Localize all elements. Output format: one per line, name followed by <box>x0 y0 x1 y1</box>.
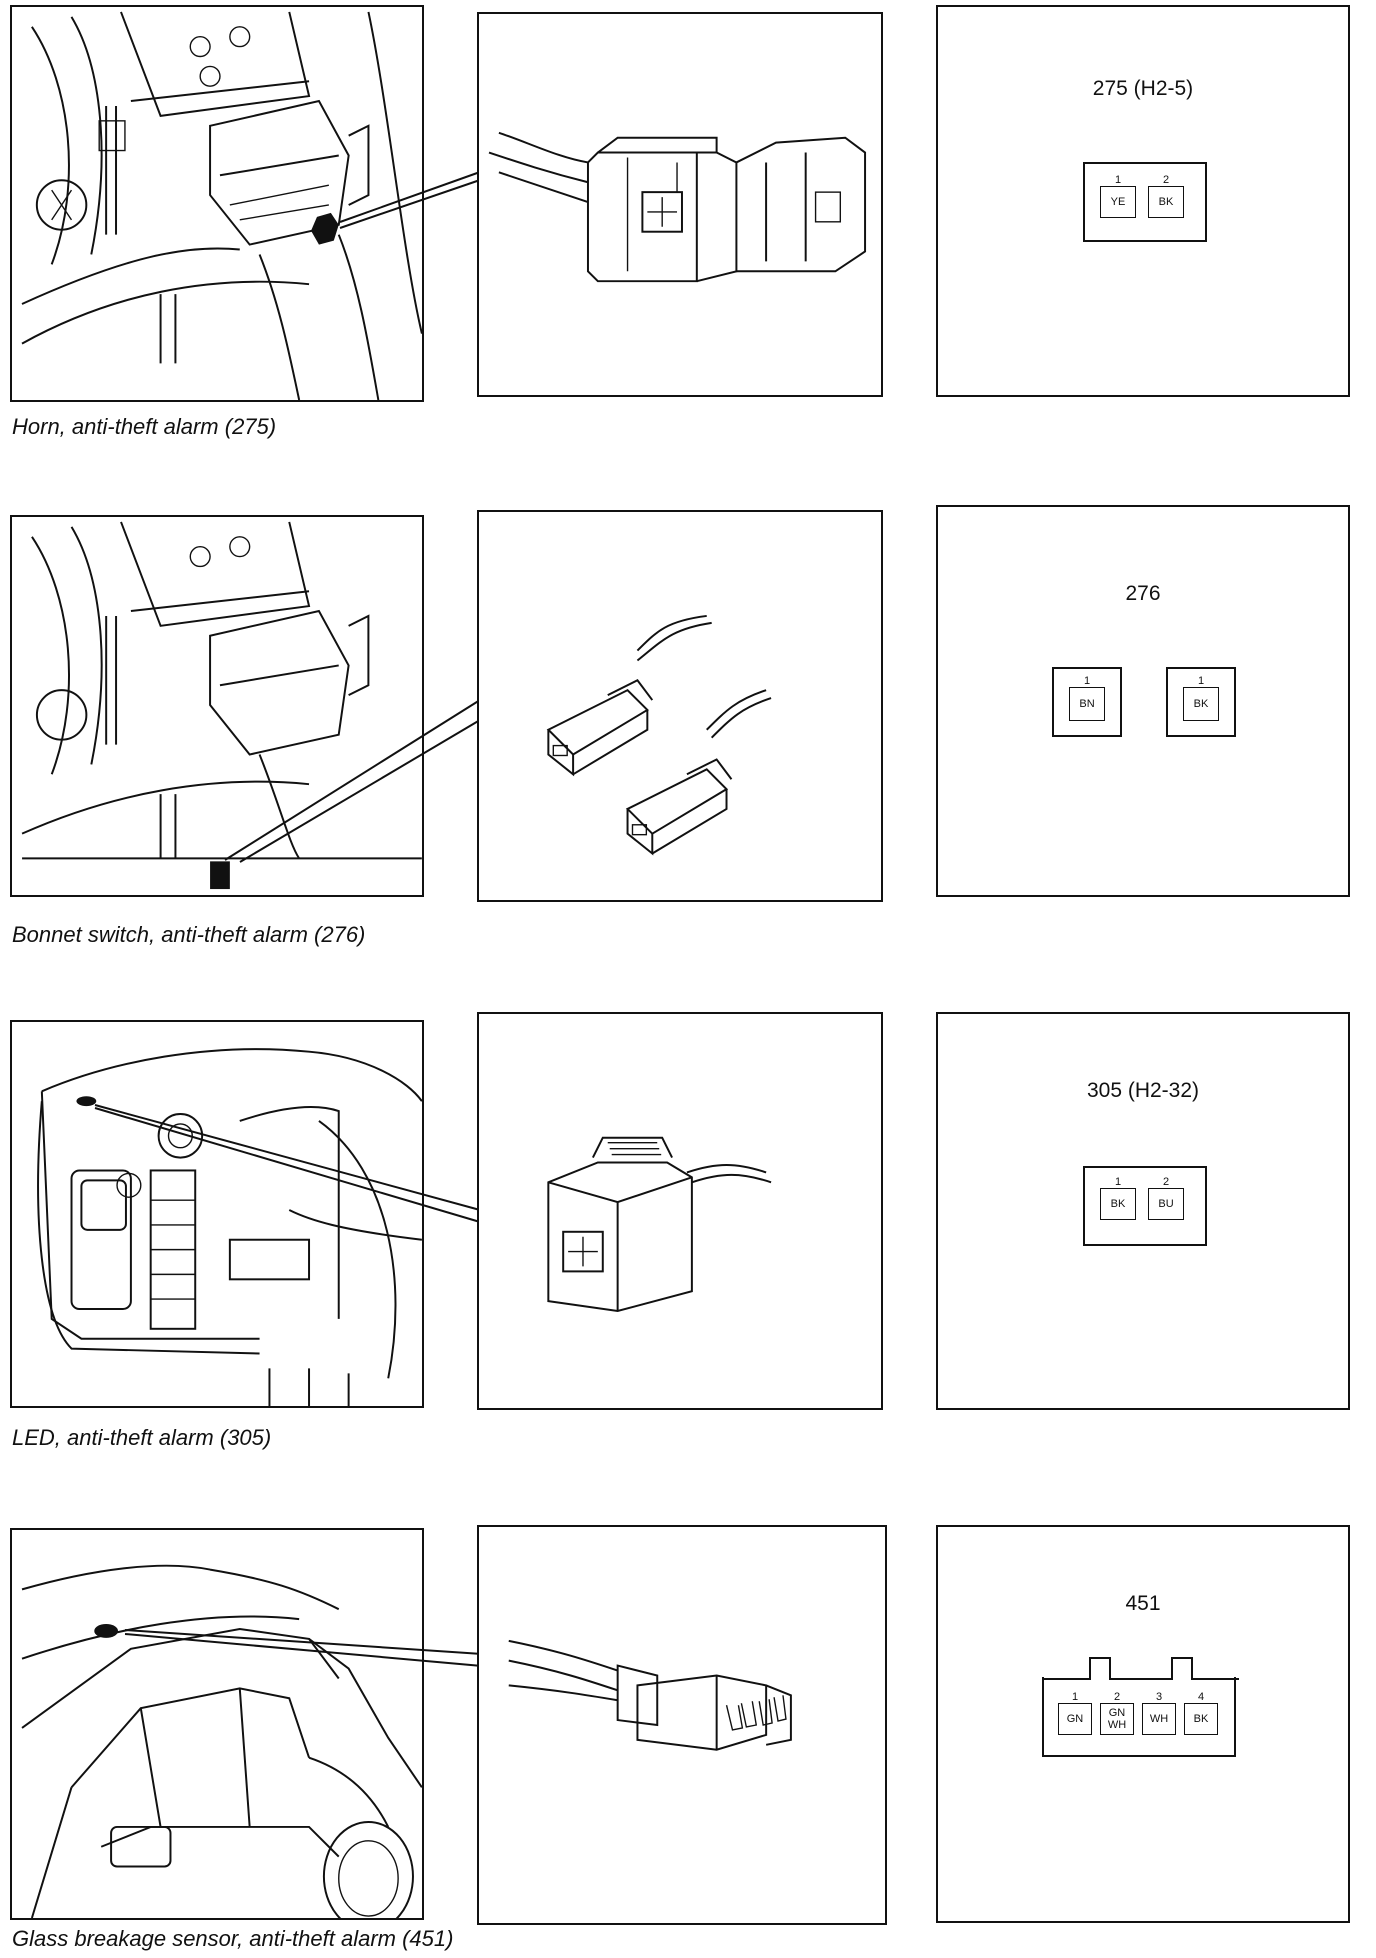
connector-key-outline <box>1043 1657 1239 1680</box>
pointer-line-275 <box>339 171 481 229</box>
pin: 1 GN <box>1058 1691 1092 1735</box>
caption-276: Bonnet switch, anti-theft alarm (276) <box>12 922 366 947</box>
pin-number: 1 <box>1197 675 1205 687</box>
pin-color: BN <box>1069 687 1105 721</box>
caption-305: LED, anti-theft alarm (305) <box>12 1425 272 1450</box>
connector-id: 276 <box>1125 582 1161 605</box>
caption-275: Horn, anti-theft alarm (275) <box>12 414 277 439</box>
pin-number: 1 <box>1083 675 1091 687</box>
pointer-line-305 <box>94 1104 481 1223</box>
connector-body: 1 BK 2 BU <box>1083 1166 1207 1246</box>
pin: 1 YE <box>1100 174 1136 218</box>
connector-276-drawing <box>546 614 772 856</box>
pointer-line-451 <box>124 1629 483 1667</box>
pin-color: BK <box>1100 1188 1136 1220</box>
connector-illustration-451 <box>477 1525 887 1925</box>
pin-number: 1 <box>1114 1176 1122 1188</box>
pin: 1 BN <box>1069 675 1105 721</box>
engine-bay-drawing <box>21 521 422 890</box>
pin: 3 WH <box>1142 1691 1176 1735</box>
connector-body: 1 BK <box>1166 667 1236 737</box>
pin-number: 2 <box>1113 1691 1121 1703</box>
pin: 2 BU <box>1148 1176 1184 1220</box>
pin-color: YE <box>1100 186 1136 218</box>
location-illustration-305 <box>10 1020 424 1408</box>
location-illustration-451 <box>10 1528 424 1920</box>
caption-451: Glass breakage sensor, anti-theft alarm … <box>12 1926 454 1951</box>
engine-bay-drawing <box>21 11 422 400</box>
connector-id: 305 (H2-32) <box>1086 1079 1200 1102</box>
pin-number: 2 <box>1162 1176 1170 1188</box>
connector-id: 451 <box>1125 1592 1161 1615</box>
connector-illustration-275 <box>477 12 883 397</box>
pin-color: WH <box>1142 1703 1176 1735</box>
connector-275-drawing <box>488 131 867 283</box>
pin-number: 1 <box>1071 1691 1079 1703</box>
connector-451-drawing <box>508 1639 792 1751</box>
pin-color: BK <box>1184 1703 1218 1735</box>
connector-illustration-276 <box>477 510 883 902</box>
connector-pinout-305: 305 (H2-32) 1 BK 2 BU <box>936 1012 1350 1410</box>
connector-305-drawing <box>547 1136 772 1312</box>
connector-body: 1 BN <box>1052 667 1122 737</box>
connector-body: 1 YE 2 BK <box>1083 162 1207 242</box>
connector-pinout-275: 275 (H2-5) 1 YE 2 BK <box>936 5 1350 397</box>
connector-illustration-305 <box>477 1012 883 1410</box>
location-illustration-276 <box>10 515 424 897</box>
pin-color: BK <box>1148 186 1184 218</box>
pin-color: BK <box>1183 687 1219 721</box>
pin: 2 BK <box>1148 174 1184 218</box>
pin: 1 BK <box>1100 1176 1136 1220</box>
location-illustration-275 <box>10 5 424 402</box>
pin: 1 BK <box>1183 675 1219 721</box>
pin-number: 3 <box>1155 1691 1163 1703</box>
car-drawing <box>21 1564 422 1918</box>
pin: 4 BK <box>1184 1691 1218 1735</box>
pin-number: 2 <box>1162 174 1170 186</box>
pin-number: 1 <box>1114 174 1122 186</box>
dashboard-drawing <box>37 1048 422 1406</box>
pin-number: 4 <box>1197 1691 1205 1703</box>
pointer-line-276 <box>224 699 481 863</box>
pin-color: GN <box>1058 1703 1092 1735</box>
connector-pinout-276: 276 1 BN 1 BK <box>936 505 1350 897</box>
connector-id: 275 (H2-5) <box>1092 77 1194 100</box>
pin-color: BU <box>1148 1188 1184 1220</box>
